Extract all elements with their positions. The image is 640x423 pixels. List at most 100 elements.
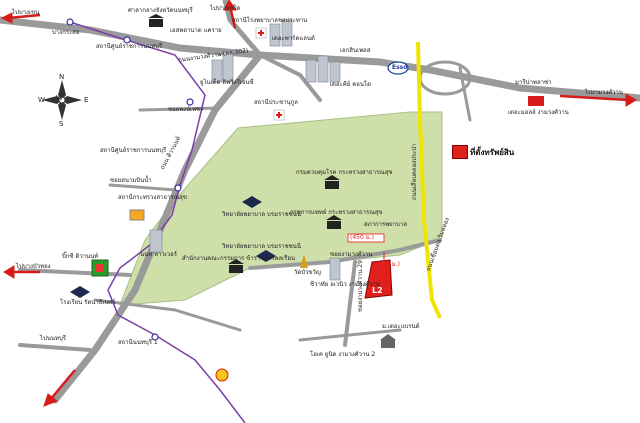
shell-logo — [215, 368, 229, 382]
temple-icon — [324, 175, 340, 189]
label-to-right: ไปงามวงศ์วาน — [585, 89, 624, 96]
label-station-prachanukul: สถานีประชานุกูล — [254, 99, 298, 106]
shop-icon-2 — [129, 209, 145, 221]
hospital-icons — [255, 27, 285, 121]
yellow-road — [416, 41, 442, 319]
tower-icon — [329, 257, 341, 281]
label-to-bangkhen: ไปบางเขน — [12, 9, 40, 16]
esso-logo — [387, 61, 409, 75]
temple-icon — [326, 215, 342, 229]
label-esplanade: เอสพลานาด แคราย — [170, 27, 222, 34]
road-lower — [248, 238, 442, 270]
legend-label: ที่ตั้งทรัพย์สิน — [470, 148, 515, 157]
road-diag-top — [258, 53, 322, 102]
label-lat-phrao: ซอยสนามบินน้ำ — [110, 177, 152, 184]
road-small-4 — [93, 298, 242, 332]
label-the-key: เดอะคีย์ คอนโด — [330, 81, 372, 88]
label-condo-bottom: โอเค ยูนิต งามวงศ์วาน 2 — [310, 351, 376, 358]
label-mrt: สถานีศูนย์ราชการนนทบุรี — [100, 147, 167, 154]
tower-icon — [149, 229, 163, 253]
compass-west: W — [38, 96, 45, 104]
label-station-nonthaburi: สถานีศูนย์ราชการนนทบุรี — [96, 43, 163, 50]
temple-icon — [148, 14, 164, 27]
compass-e: E — [84, 96, 89, 104]
compass-w: W — [56, 94, 63, 102]
arrowhead — [0, 12, 13, 24]
arrowhead — [43, 393, 59, 407]
label-l2: L2 — [372, 286, 383, 295]
station-dot — [66, 18, 74, 26]
compass-rose — [42, 80, 82, 120]
road-right-branch — [458, 66, 472, 122]
label-road-small: ซอยพงษ์เพชร — [168, 106, 204, 113]
label-chulabhorn: สถานีโรงพยาบาลชลประทาน — [232, 17, 308, 24]
road-small-1 — [138, 106, 220, 112]
legend-swatch — [452, 145, 468, 159]
label-ubon-condo: ยูไนเต็ด ลิฟวิ่งรีเจนซี่ — [200, 79, 254, 86]
label-medical-dept: กรมการแพทย์ กระทรวงสาธารณสุข — [290, 209, 383, 216]
road-bottom-left — [18, 343, 92, 352]
arrowhead — [625, 93, 637, 107]
label-public-health: กรมควบคุมโรค กระทรวงสาธารณสุข — [296, 169, 393, 176]
label-college-nursing: วิทยาลัยพยาบาล บรมราชชนนี — [222, 211, 301, 218]
tower-icon — [222, 51, 234, 83]
tower-icon — [211, 59, 223, 83]
tower-icon — [269, 23, 281, 47]
arrowhead — [223, 0, 237, 11]
building-icons — [149, 19, 341, 281]
station-dot — [123, 36, 131, 44]
soi-bottom — [298, 328, 402, 342]
station-dot — [186, 98, 194, 106]
label-nonthaburi-hall: นนท ทาวเวอร์ — [140, 251, 178, 258]
direction-arrows — [0, 0, 637, 407]
station-dot — [151, 333, 159, 341]
label-station-kasetsart: สถานีกระทรวงสาธารณสุข — [118, 194, 187, 201]
label-big-c: บิ๊กซี ติวานนท์ — [62, 253, 99, 260]
label-pumpkin: เอกสินเพลส — [340, 47, 371, 54]
label-school: โรงเรียน รัตนาธิเบศร์ — [60, 299, 116, 306]
label-marketplace: ม.เดอะแบรนด์ — [382, 323, 420, 330]
compass-n: N — [59, 73, 65, 81]
label-to-bangyai: ไปนนทบุรี — [40, 335, 67, 342]
arrowhead — [3, 265, 15, 279]
label-mansion: ชีวาทัย อเวนิว งามวงศ์วาน — [310, 281, 380, 288]
temple-icon — [228, 259, 244, 273]
school-icon — [256, 250, 276, 262]
house-icon — [380, 334, 396, 348]
school-icons — [70, 196, 276, 298]
school-icon — [242, 196, 262, 208]
distance-tag — [347, 233, 385, 243]
label-soi-kasem: ซอยงามวงศ์วาน — [330, 251, 373, 258]
government-icons — [148, 14, 342, 273]
shop-icon — [528, 96, 544, 106]
label-wat: วัดบัวขวัญ — [294, 269, 322, 276]
label-sala-klang: ศาลากลางจังหวัดนนทบุรี — [128, 7, 193, 14]
label-to-pakkret: ไปปากเกร็ด — [210, 5, 241, 12]
label-yellow-road: ถนนเลียบคลองประปา — [411, 143, 418, 200]
school-icon — [70, 286, 90, 298]
stupa-icon — [300, 254, 308, 268]
soi-29 — [343, 260, 357, 347]
label-distance: (450 ม.) — [350, 234, 374, 241]
compass-s: S — [59, 120, 64, 128]
label-distance2: (180 ม.) — [376, 261, 400, 268]
station-dot — [174, 184, 182, 192]
label-drug-office: สภาการพยาบาล — [364, 221, 407, 228]
tower-icon — [329, 61, 341, 83]
label-esso: Esso — [392, 64, 408, 71]
label-hotel: เดอะมอลล์ งามวงศ์วาน — [508, 109, 569, 116]
arrow-right — [559, 94, 629, 102]
tower-icon — [317, 55, 329, 83]
label-office-committee: สำนักงานคณะกรรมการ ข้าราชการพลเรือน — [182, 255, 296, 262]
arrow-down-left — [49, 369, 76, 401]
label-soi-29: ซอยงามวงศ์วาน 29 — [357, 260, 364, 312]
label-parkland: เดอะพาร์คแลนด์ — [272, 35, 315, 42]
tower-icon — [281, 19, 293, 47]
label-to-ratchaburi: ไปบางบัวทอง — [16, 263, 51, 270]
label-bangkhen: บางกระสอ — [52, 29, 80, 36]
tower-icon — [305, 59, 317, 83]
label-top-right: มารีน่าพลาซ่า — [515, 79, 552, 86]
label-college-public: วิทยาลัยพยาบาล บรมราชชนนี — [222, 243, 301, 250]
